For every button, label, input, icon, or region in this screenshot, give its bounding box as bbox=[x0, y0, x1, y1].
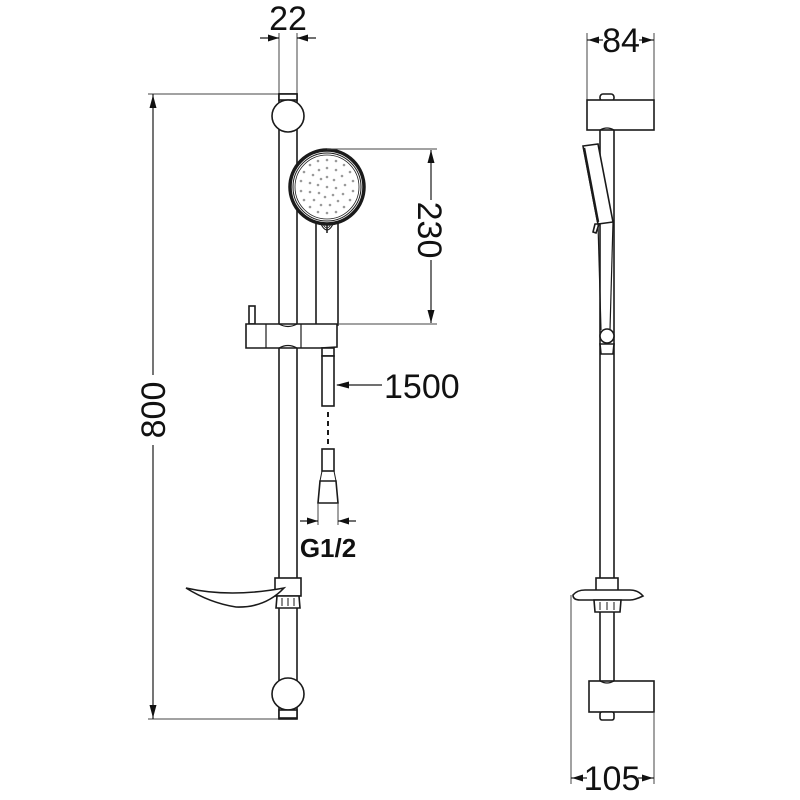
dim-label-g1-2: G1/2 bbox=[300, 533, 356, 563]
dimension-top-bracket-depth: 84 bbox=[586, 22, 655, 100]
dimension-bottom-bracket-depth: 105 bbox=[570, 595, 655, 798]
dim-label-1500: 1500 bbox=[384, 368, 460, 406]
spray-nozzles bbox=[299, 158, 355, 215]
soap-dish bbox=[185, 577, 302, 609]
dimension-rail-diameter: 22 bbox=[260, 0, 316, 95]
dim-label-800: 800 bbox=[135, 382, 173, 439]
top-wall-bracket bbox=[271, 93, 305, 133]
dim-label-84: 84 bbox=[602, 22, 640, 60]
dim-label-22: 22 bbox=[269, 0, 307, 38]
dim-label-105: 105 bbox=[584, 760, 641, 798]
dimension-handshower-length: 230 bbox=[327, 148, 448, 325]
dim-label-230: 230 bbox=[410, 202, 448, 259]
handshower-side bbox=[582, 143, 615, 355]
front-view: 22 800 bbox=[135, 0, 460, 720]
dimension-hose-connection: G1/2 bbox=[300, 503, 356, 563]
dimension-total-height: 800 bbox=[135, 93, 297, 720]
bottom-wall-bracket bbox=[271, 677, 305, 719]
bottom-wall-bracket-side bbox=[588, 680, 655, 721]
soap-dish-side bbox=[572, 577, 645, 613]
dimension-hose-length: 1500 bbox=[336, 368, 460, 406]
top-wall-bracket-side bbox=[586, 93, 655, 131]
shower-hose bbox=[317, 347, 339, 504]
handshower-head bbox=[288, 148, 366, 326]
sliding-holder bbox=[245, 305, 338, 349]
side-view: 84 bbox=[570, 22, 655, 798]
